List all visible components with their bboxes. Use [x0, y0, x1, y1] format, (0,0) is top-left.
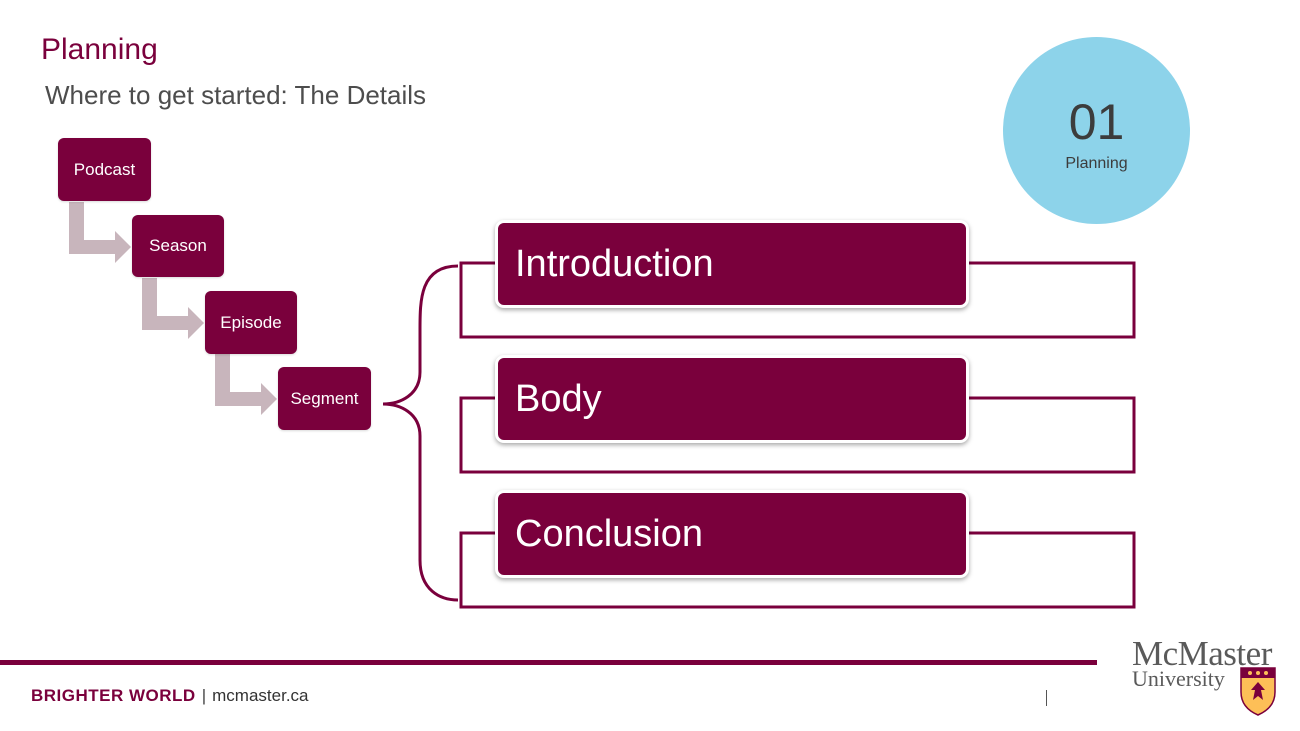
step-season: Season	[132, 215, 224, 277]
badge-number: 01	[1068, 94, 1125, 150]
slide-title: Planning	[41, 33, 158, 66]
section-introduction: Introduction	[495, 220, 969, 308]
segment-brace	[382, 264, 459, 602]
arrow-season-episode	[142, 278, 204, 339]
page-marker	[1046, 690, 1047, 706]
footer-text: BRIGHTER WORLD | mcmaster.ca	[31, 686, 309, 706]
section-body: Body	[495, 355, 969, 443]
logo-name: McMaster	[1132, 634, 1272, 673]
footer-brand: BRIGHTER WORLD	[31, 686, 196, 705]
step-podcast: Podcast	[58, 138, 151, 201]
logo-sub: University	[1132, 666, 1225, 691]
hierarchy-arrows	[69, 202, 277, 415]
step-segment: Segment	[278, 367, 371, 430]
section-conclusion: Conclusion	[495, 490, 969, 578]
footer-rule	[0, 660, 1097, 665]
badge-label: Planning	[1065, 155, 1128, 172]
footer-url: mcmaster.ca	[212, 686, 309, 705]
arrow-podcast-season	[69, 202, 131, 263]
arrow-episode-segment	[215, 354, 277, 415]
step-episode: Episode	[205, 291, 297, 354]
slide-subtitle: Where to get started: The Details	[45, 80, 427, 110]
footer-separator: |	[201, 686, 207, 705]
crest-icon	[1240, 667, 1276, 716]
section-badge	[1003, 37, 1190, 224]
